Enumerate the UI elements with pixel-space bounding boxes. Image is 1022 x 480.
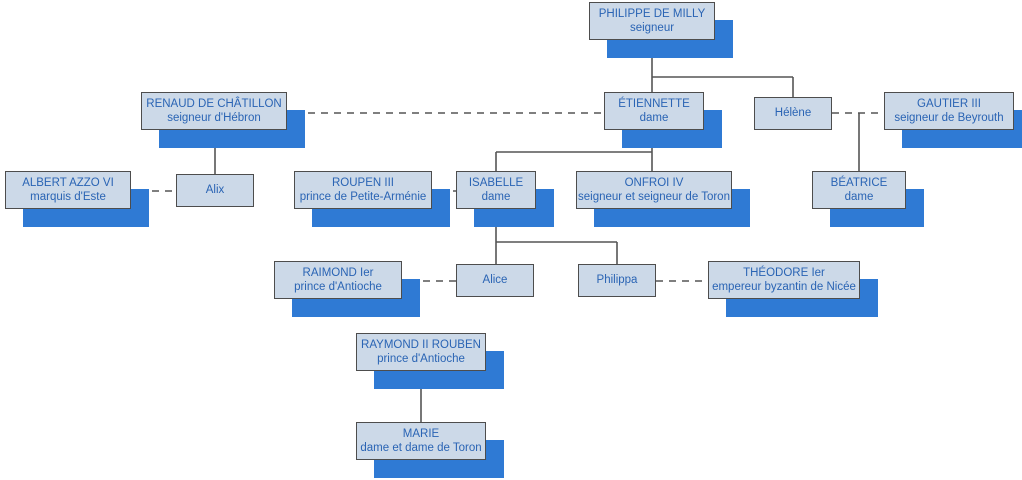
node-isabelle[interactable]: ISABELLE dame	[456, 171, 536, 209]
node-roupen-primary-label: ROUPEN III	[332, 176, 394, 189]
node-albert-secondary-label: marquis d'Este	[30, 191, 106, 203]
node-isabelle-primary-label: ISABELLE	[468, 176, 524, 189]
node-albert-primary-label: ALBERT AZZO VI	[22, 176, 114, 189]
node-isabelle-secondary-label: dame	[481, 191, 511, 203]
node-beatrice-primary-label: BÉATRICE	[830, 176, 888, 189]
node-gautier[interactable]: GAUTIER III seigneur de Beyrouth	[884, 92, 1014, 130]
node-philippa[interactable]: Philippa	[578, 264, 656, 297]
node-theodore[interactable]: THÉODORE Ier empereur byzantin de Nicée	[708, 261, 860, 299]
node-gautier-secondary-label: seigneur de Beyrouth	[894, 112, 1004, 124]
node-renaud-primary-label: RENAUD DE CHÂTILLON	[146, 97, 282, 110]
node-philippe-primary-label: PHILIPPE DE MILLY	[598, 7, 706, 20]
node-etiennette-secondary-label: dame	[639, 112, 669, 124]
node-beatrice[interactable]: BÉATRICE dame	[812, 171, 906, 209]
node-alice[interactable]: Alice	[456, 264, 534, 297]
node-raimond-primary-label: RAIMOND Ier	[302, 266, 374, 279]
node-marie[interactable]: MARIE dame et dame de Toron	[356, 422, 486, 460]
node-alice-primary-label: Alice	[482, 274, 508, 287]
node-raymond2-primary-label: RAYMOND II ROUBEN	[361, 338, 481, 351]
node-helene[interactable]: Hélène	[754, 97, 832, 130]
node-roupen[interactable]: ROUPEN III prince de Petite-Arménie	[294, 171, 432, 209]
node-philippe-secondary-label: seigneur	[629, 22, 675, 34]
node-onfroi[interactable]: ONFROI IV seigneur et seigneur de Toron	[576, 171, 732, 209]
node-theodore-primary-label: THÉODORE Ier	[743, 266, 825, 279]
node-philippa-primary-label: Philippa	[596, 274, 638, 287]
node-raymond2[interactable]: RAYMOND II ROUBEN prince d'Antioche	[356, 333, 486, 371]
node-albert[interactable]: ALBERT AZZO VI marquis d'Este	[5, 171, 131, 209]
node-onfroi-secondary-label: seigneur et seigneur de Toron	[578, 191, 730, 203]
node-alix-primary-label: Alix	[205, 184, 225, 197]
node-philippe[interactable]: PHILIPPE DE MILLY seigneur	[589, 2, 715, 40]
node-onfroi-primary-label: ONFROI IV	[624, 176, 684, 189]
node-etiennette[interactable]: ÉTIENNETTE dame	[604, 92, 704, 130]
node-raymond2-secondary-label: prince d'Antioche	[377, 353, 465, 365]
node-roupen-secondary-label: prince de Petite-Arménie	[299, 191, 427, 203]
node-etiennette-primary-label: ÉTIENNETTE	[618, 97, 690, 110]
node-gautier-primary-label: GAUTIER III	[917, 97, 981, 110]
node-helene-primary-label: Hélène	[774, 107, 812, 120]
node-alix[interactable]: Alix	[176, 174, 254, 207]
node-renaud[interactable]: RENAUD DE CHÂTILLON seigneur d'Hébron	[141, 92, 287, 130]
node-marie-secondary-label: dame et dame de Toron	[360, 442, 482, 454]
node-marie-primary-label: MARIE	[402, 427, 440, 440]
node-raimond[interactable]: RAIMOND Ier prince d'Antioche	[274, 261, 402, 299]
node-renaud-secondary-label: seigneur d'Hébron	[167, 112, 261, 124]
node-theodore-secondary-label: empereur byzantin de Nicée	[712, 281, 856, 293]
node-beatrice-secondary-label: dame	[844, 191, 874, 203]
node-raimond-secondary-label: prince d'Antioche	[294, 281, 382, 293]
